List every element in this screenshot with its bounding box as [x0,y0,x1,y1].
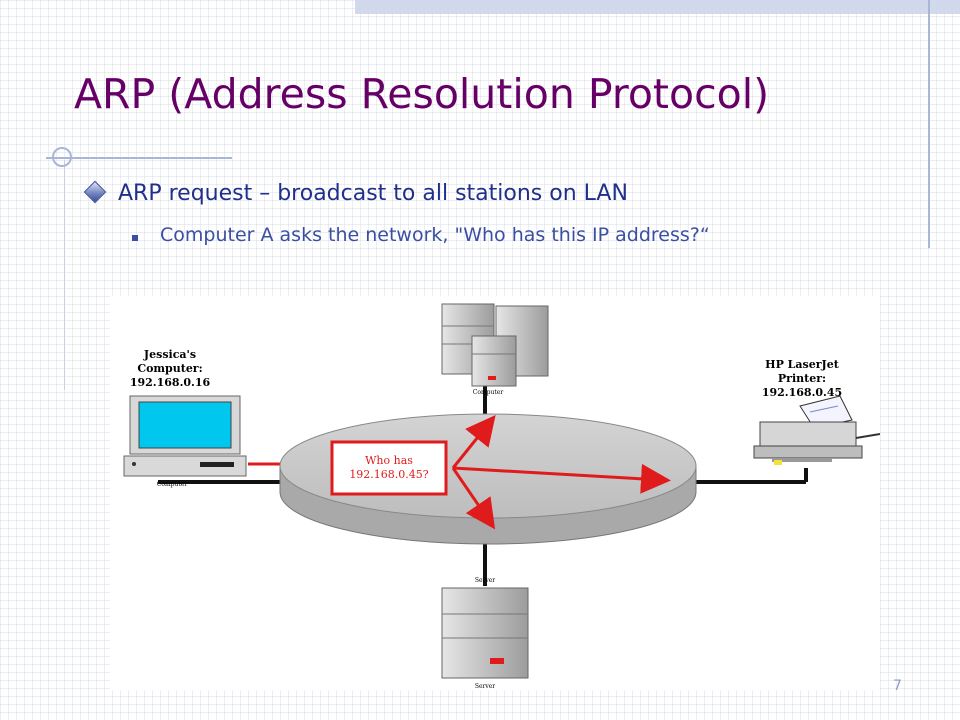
arrow-to-bottom-server [451,467,496,530]
bottom-hub-caption: Server [475,577,495,584]
message-line-1: Who has [365,454,413,467]
left-label-line-1: Jessica's [143,348,196,361]
diamond-bullet-icon [83,180,107,204]
printer-label-line-3: 192.168.0.45 [762,386,842,399]
message-line-2: 192.168.0.45? [349,468,428,481]
arp-request-box: Who has 192.168.0.45? [330,440,448,496]
square-bullet-icon [132,235,138,241]
arrow-to-top-server [451,414,496,469]
slide-number: 7 [893,678,902,694]
jessica-computer-icon: Jessica's Computer: 192.168.0.16 Compute… [123,348,247,488]
network-diagram-svg: Who has 192.168.0.45? Jessica's Computer… [123,303,881,690]
left-computer-caption: Computer [157,481,188,488]
bottom-server-caption: Server [475,683,495,690]
slide-title: ARP (Address Resolution Protocol) [74,70,770,118]
left-label-line-3: 192.168.0.16 [130,376,211,389]
ring-decoration [52,147,72,167]
left-label-line-2: Computer: [137,362,202,375]
top-server-cluster-icon: Computer [441,303,549,396]
arrow-to-printer [452,463,671,494]
top-server-caption: Computer [473,389,504,396]
vertical-rule-decoration [928,0,930,248]
printer-label-line-1: HP LaserJet [765,358,840,371]
hp-laserjet-printer-icon: HP LaserJet Printer: 192.168.0.45 [753,358,881,465]
top-band-decoration [355,0,960,14]
arp-network-diagram: Who has 192.168.0.45? Jessica's Computer… [110,296,881,690]
bottom-server-icon: Server Server [441,577,529,690]
horizontal-rule-decoration [46,157,232,159]
printer-label-line-2: Printer: [778,372,826,385]
bullet-level-2: Computer A asks the network, "Who has th… [160,224,710,246]
left-rule-decoration [64,160,65,390]
bullet-level-1: ARP request – broadcast to all stations … [118,181,628,206]
